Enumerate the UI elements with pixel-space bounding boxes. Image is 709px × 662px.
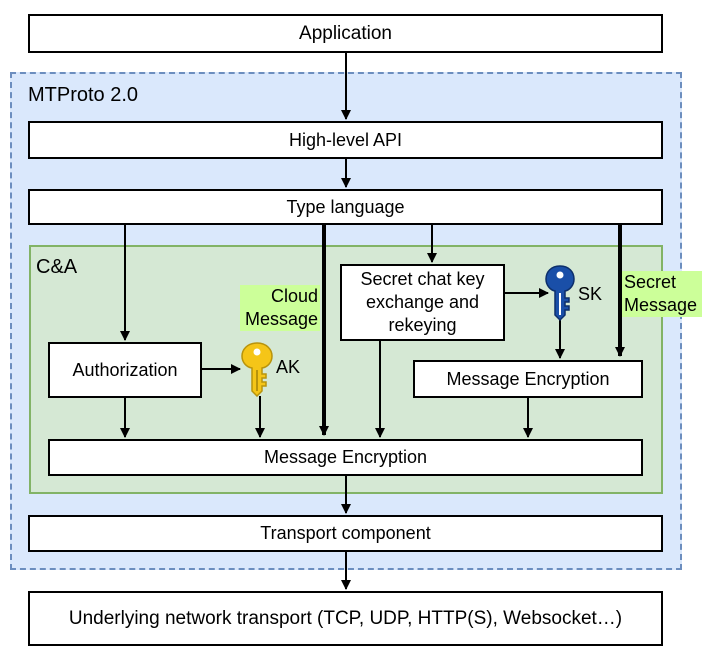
message-encryption-secret-box: Message Encryption: [413, 360, 643, 398]
mtproto-region-label: MTProto 2.0: [28, 84, 139, 106]
cloud-message-label: Cloud Message: [240, 285, 320, 331]
type-language-box: Type language: [28, 189, 663, 225]
application-box: Application: [28, 14, 663, 53]
authorization-box: Authorization: [48, 342, 202, 398]
ca-region-label: C&A: [36, 256, 78, 278]
sk-label: SK: [578, 284, 603, 304]
high-level-api-box: High-level API: [28, 121, 663, 159]
ak-key-icon: [241, 342, 273, 397]
secret-message-label: Secret Message: [622, 271, 702, 317]
transport-component-box: Transport component: [28, 515, 663, 552]
sk-key-icon: [545, 265, 575, 322]
network-transport-box: Underlying network transport (TCP, UDP, …: [28, 591, 663, 646]
message-encryption-main-box: Message Encryption: [48, 439, 643, 476]
secret-chat-key-exchange-box: Secret chat key exchange and rekeying: [340, 264, 505, 341]
ak-label: AK: [276, 357, 301, 377]
